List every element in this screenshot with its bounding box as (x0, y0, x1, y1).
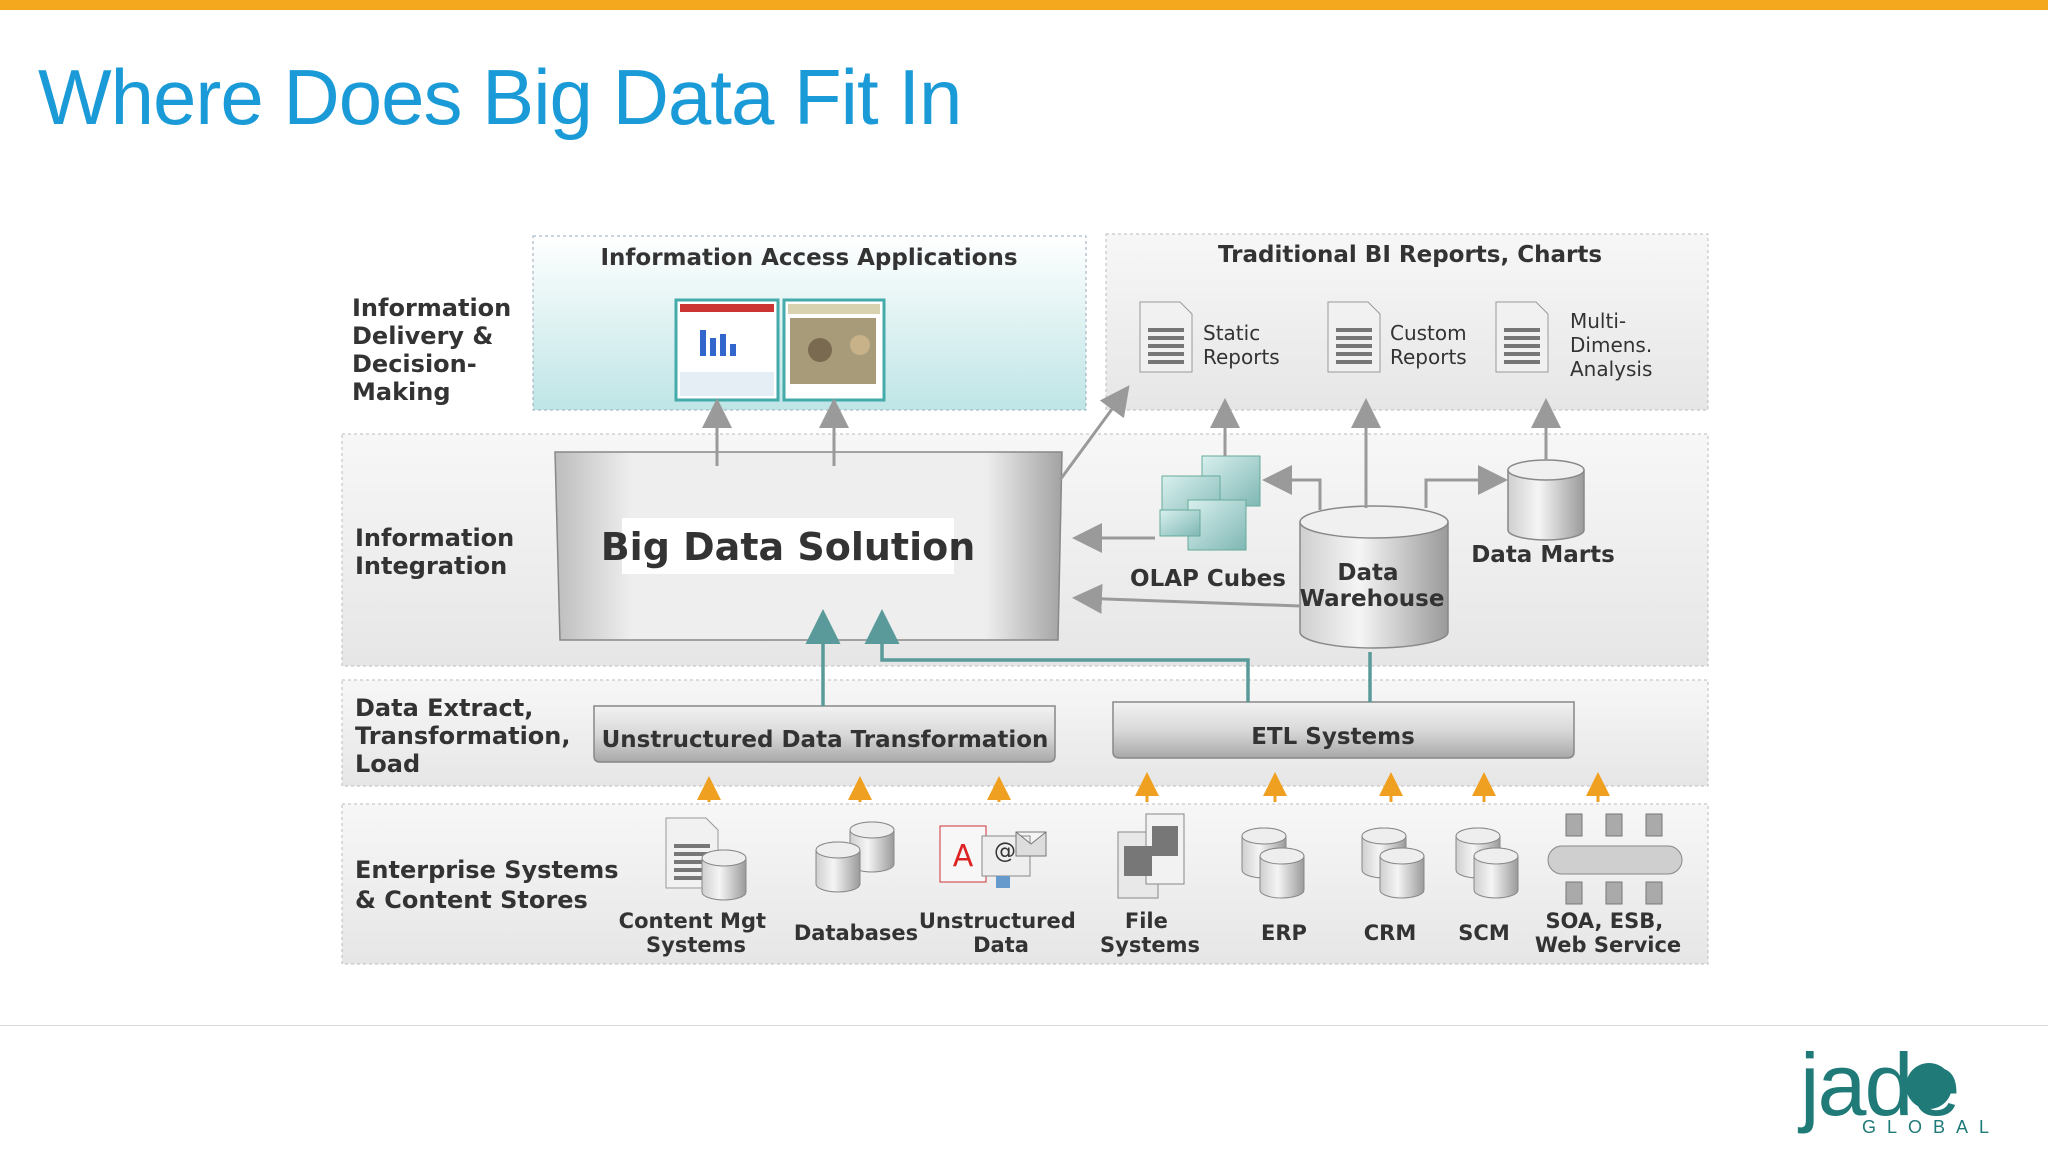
flow-arrows-teal (805, 609, 1372, 706)
data-marts-label: Data Marts (1471, 542, 1615, 568)
olap-cubes-icon (1159, 455, 1261, 551)
jade-global-logo: jade GLOBAL (1800, 1035, 2010, 1145)
flow-arrows-orange (697, 772, 1610, 802)
big-data-solution-box: Big Data Solution (554, 451, 1063, 641)
flow-arrows-gray (702, 385, 1561, 614)
etl-systems-label: ETL Systems (1251, 724, 1415, 750)
source-label: ERP (1261, 921, 1307, 945)
report-document-icon (1327, 301, 1381, 373)
layer-label-integration: Information Integration (355, 524, 523, 580)
source-label: SCM (1458, 921, 1509, 945)
report-document-icon (1495, 301, 1549, 373)
app-screenshot-icon (782, 298, 886, 402)
traditional-bi-label: Traditional BI Reports, Charts (1218, 242, 1602, 268)
svg-text:@: @ (994, 839, 1016, 864)
report-document-icon (1139, 301, 1193, 373)
app-screenshot-icon (674, 298, 780, 402)
source-label: File Systems (1100, 909, 1200, 957)
report-label: Custom Reports (1390, 321, 1473, 369)
footer-divider (0, 1025, 2048, 1026)
traditional-bi-panel: Traditional BI Reports, Charts Static Re… (1105, 233, 1709, 411)
slide-title: Where Does Big Data Fit In (38, 53, 962, 141)
data-warehouse-cylinder (1299, 505, 1449, 649)
unstructured-transformation-label: Unstructured Data Transformation (602, 727, 1049, 753)
logo-subtitle: GLOBAL (1862, 1117, 2001, 1137)
report-label: Multi- Dimens. Analysis (1570, 309, 1659, 381)
data-warehouse-label: Data Warehouse (1300, 560, 1445, 612)
source-label: Content Mgt Systems (619, 909, 774, 957)
globe-icon (1906, 1063, 1952, 1109)
svg-text:A: A (953, 839, 974, 874)
logo-word: jade (1800, 1035, 1960, 1134)
server-icon (1117, 813, 1185, 899)
files-icon: A @ (939, 825, 1047, 888)
data-marts-cylinder (1507, 459, 1585, 541)
source-label: Databases (794, 921, 918, 945)
source-label: SOA, ESB, Web Service (1535, 909, 1681, 957)
service-bus-icon (1547, 813, 1683, 905)
big-data-label: Big Data Solution (601, 525, 976, 569)
source-label: CRM (1364, 921, 1416, 945)
layer-label-sources: Enterprise Systems & Content Stores (355, 856, 627, 914)
layer-label-etl: Data Extract, Transformation, Load (355, 694, 579, 778)
unstructured-transformation-slab: Unstructured Data Transformation (593, 705, 1056, 763)
source-label: Unstructured Data (919, 909, 1083, 957)
report-label: Static Reports (1203, 321, 1280, 369)
access-apps-label: Information Access Applications (600, 245, 1017, 271)
olap-cubes-label: OLAP Cubes (1130, 566, 1286, 592)
layer-label-delivery: Information Delivery & Decision- Making (352, 294, 520, 406)
top-accent-bar (0, 0, 2048, 10)
access-apps-panel: Information Access Applications (532, 235, 1087, 411)
architecture-diagram: Information Access Applications Traditio… (341, 233, 1709, 965)
etl-systems-slab: ETL Systems (1112, 701, 1575, 759)
